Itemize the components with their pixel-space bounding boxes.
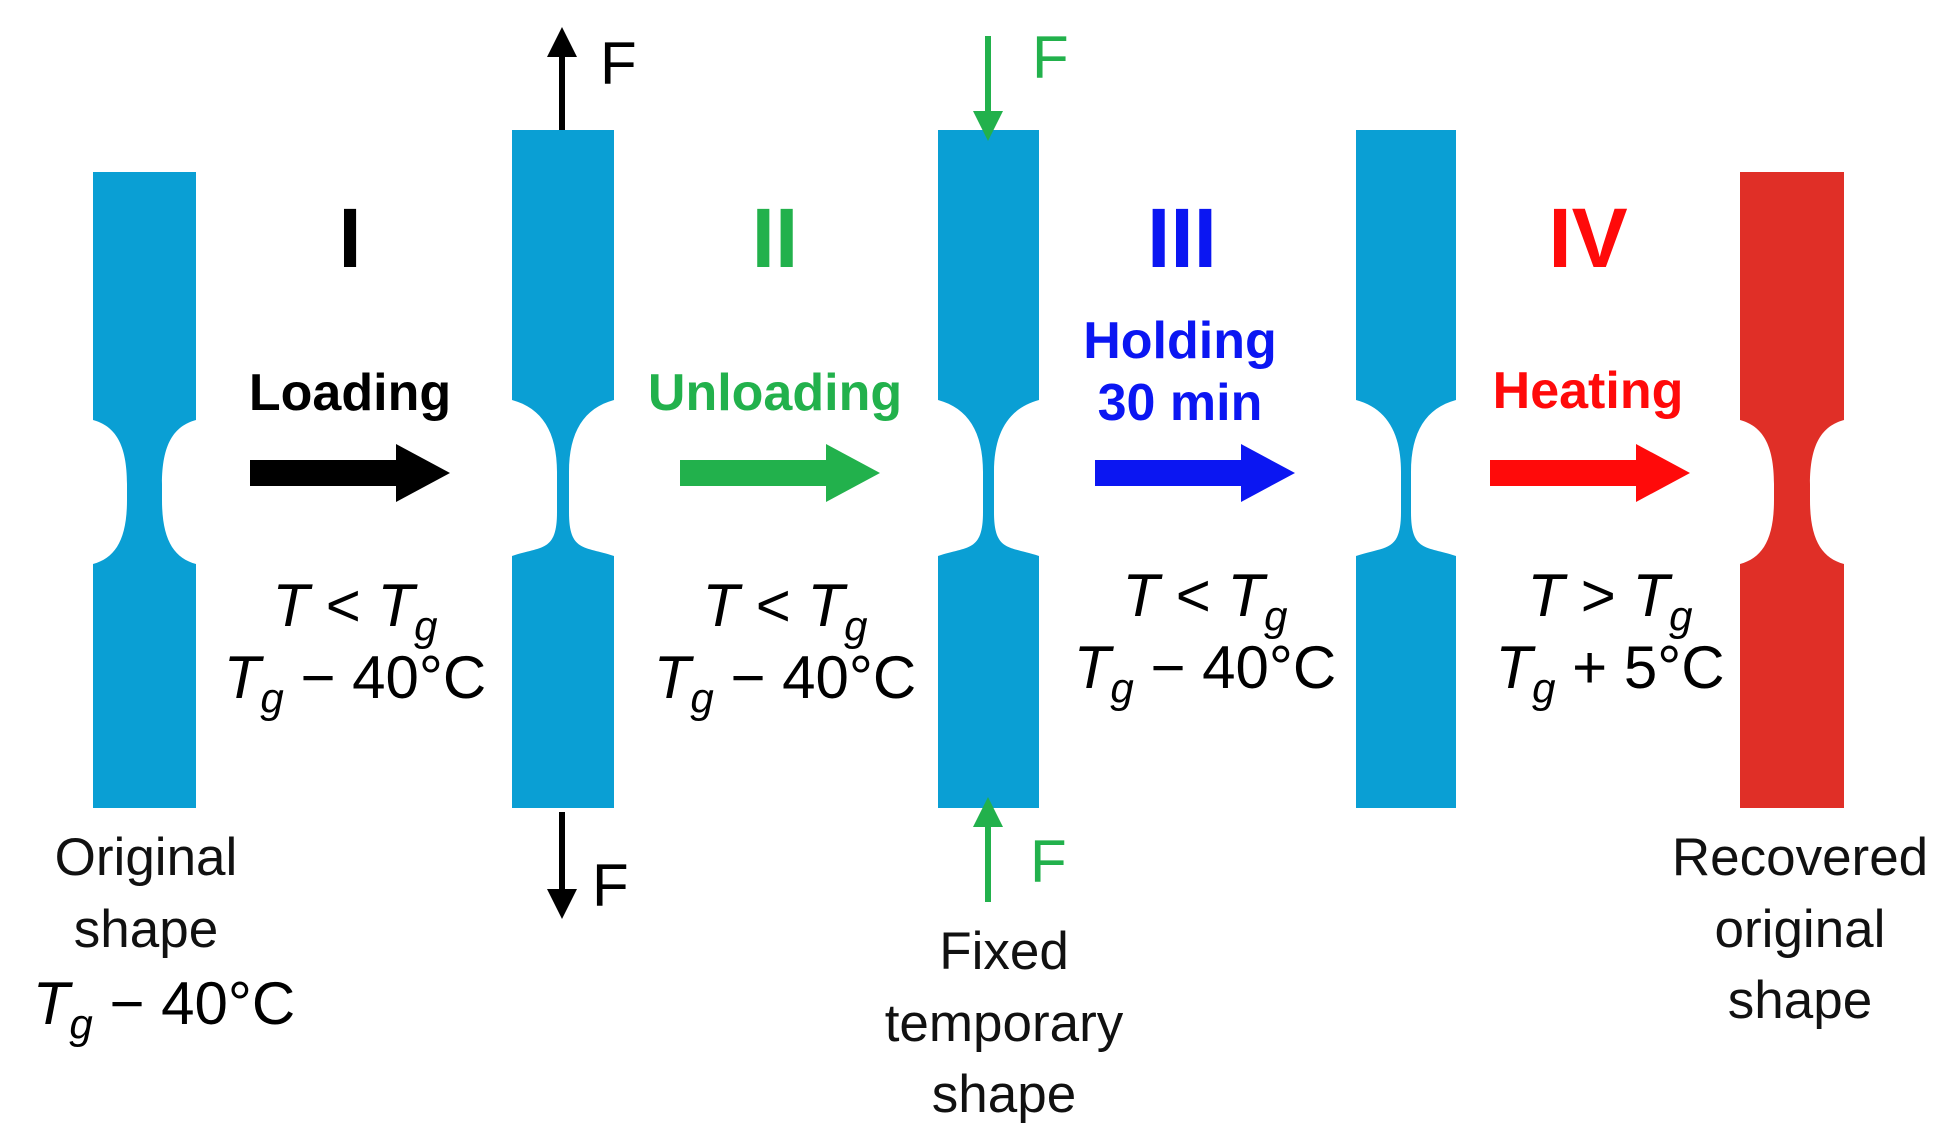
caption-fixed-temporary-shape: Fixed temporary shape bbox=[884, 922, 1124, 1125]
step-action-heating: Heating bbox=[1492, 362, 1684, 420]
caption-original-temperature: Tg − 40°C bbox=[32, 970, 296, 1048]
step-temperature-ii: T < Tg Tg − 40°C bbox=[653, 572, 917, 722]
arrow-loading bbox=[250, 444, 450, 502]
caption-recovered-original-shape: Recovered original shape bbox=[1671, 828, 1929, 1031]
caption-original-shape: Original shape bbox=[54, 828, 238, 959]
step-temperature-i: T < Tg Tg − 40°C bbox=[223, 572, 487, 722]
force-label-compression-bottom: F bbox=[1030, 828, 1067, 895]
fixed-temporary-specimen bbox=[938, 130, 1039, 808]
step-numeral-ii: II bbox=[751, 191, 799, 285]
step-action-loading: Loading bbox=[248, 364, 452, 422]
force-label-tension-top: F bbox=[600, 30, 637, 97]
force-label-tension-bottom: F bbox=[592, 852, 629, 919]
recovered-shape-specimen bbox=[1740, 172, 1844, 808]
step-temperature-iv: T > Tg Tg + 5°C bbox=[1495, 562, 1725, 712]
step-action-unloading: Unloading bbox=[647, 364, 903, 422]
loaded-specimen bbox=[512, 130, 614, 808]
step-temperature-iii: T < Tg Tg − 40°C bbox=[1073, 562, 1337, 712]
step-numeral-iv: IV bbox=[1548, 191, 1628, 285]
step-action-holding: Holding 30 min bbox=[1083, 312, 1277, 433]
arrow-heating bbox=[1490, 444, 1690, 502]
step-numeral-i: I bbox=[338, 191, 362, 285]
held-specimen bbox=[1356, 130, 1456, 808]
original-shape-specimen bbox=[93, 172, 196, 808]
step-numeral-iii: III bbox=[1146, 191, 1218, 285]
arrow-unloading bbox=[680, 444, 880, 502]
force-label-compression-top: F bbox=[1032, 24, 1069, 91]
arrow-holding bbox=[1095, 444, 1295, 502]
